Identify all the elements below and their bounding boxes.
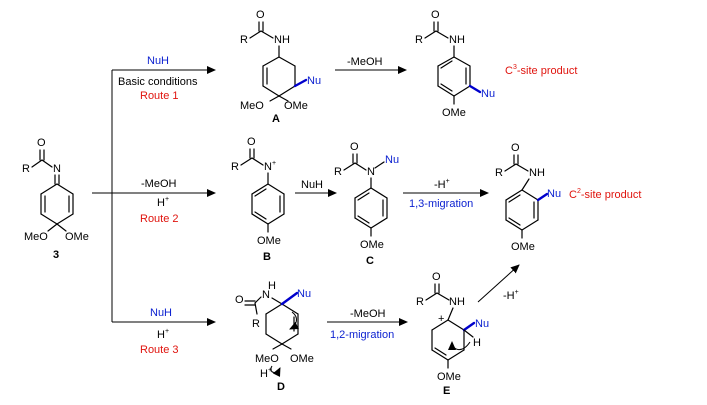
intermediate-e: O R NH + Nu H OMe E [416,271,489,397]
d-atom-h: H [268,280,276,292]
route2-step3a: -H+ [434,178,450,191]
b-ome: OMe [257,235,281,247]
compound-3: O R N MeO OMe 3 [22,137,89,261]
p2-atom-r: R [495,167,503,179]
compound-3-label: 3 [53,249,59,261]
e-atom-nh: NH [449,296,465,308]
a-ome: OMe [284,100,308,112]
a-atom-o: O [256,9,265,21]
c3-product: O R NH Nu OMe C3-site product [415,9,577,119]
meo-label: MeO [24,231,48,243]
d-atom-o: O [235,294,244,306]
p1-atom-nu: Nu [481,88,495,100]
c-atom-n: N [367,166,375,178]
intermediate-c-label: C [366,255,374,267]
a-meo: MeO [240,100,264,112]
route1-step2: -MeOH [347,56,383,68]
p1-atom-nh: NH [449,34,465,46]
b-atom-r: R [231,161,239,173]
branch-arrows [92,66,216,326]
c2-product: O R NH Nu OMe C2-site product [495,142,641,253]
route1-reagent: NuH [147,55,169,67]
route2-reagent1: -MeOH [141,178,177,190]
p1-atom-o: O [431,9,440,21]
a-atom-nu: Nu [307,75,321,87]
route1-condition: Basic conditions [118,76,198,88]
c-atom-o: O [350,141,359,153]
atom-r: R [22,163,30,175]
e-atom-o: O [432,271,441,283]
c3-product-label: C3-site product [505,64,577,77]
route1-name: Route 1 [140,90,179,102]
d-atom-r: R [252,318,260,330]
e-atom-h: H [473,337,481,349]
atom-o: O [37,137,46,149]
a-atom-r: R [240,34,248,46]
e-atom-r: R [416,296,424,308]
p1-ome: OMe [442,107,466,119]
c2-product-label: C2-site product [569,188,641,201]
route3-step2b: 1,2-migration [330,329,394,341]
e-ome: OMe [437,371,461,383]
p2-atom-o: O [511,142,520,154]
c-atom-r: R [334,166,342,178]
d-atom-n: N [262,289,270,301]
route3-step2a: -MeOH [350,308,386,320]
intermediate-d: O R N H Nu MeO OMe H+ D [235,280,314,393]
p2-atom-nu: Nu [547,188,561,200]
d-h-plus: H+ [260,367,272,380]
e-plus: + [438,313,444,325]
intermediate-b: O R N+ OMe B [231,136,285,263]
intermediate-e-label: E [443,385,450,397]
d-ome: OMe [290,353,314,365]
intermediate-b-label: B [263,251,271,263]
p1-atom-r: R [415,34,423,46]
intermediate-d-label: D [277,381,285,393]
route2-step3b: 1,3-migration [409,198,473,210]
c-atom-nu: Nu [385,154,399,166]
intermediate-a-label: A [272,113,280,125]
ome-label: OMe [65,231,89,243]
route2-name: Route 2 [140,213,179,225]
a-atom-nh: NH [274,34,290,46]
route2-step2: NuH [301,179,323,191]
route3-name: Route 3 [140,344,179,356]
p2-atom-nh: NH [529,167,545,179]
intermediate-a: O R NH Nu MeO OMe A [240,9,321,125]
d-atom-nu: Nu [297,288,311,300]
e-atom-nu: Nu [475,318,489,330]
b-atom-o: O [247,136,256,148]
c-ome: OMe [360,239,384,251]
d-meo: MeO [255,353,279,365]
atom-n: N [53,163,61,175]
b-atom-n: N+ [264,160,276,173]
route3-step3: -H+ [503,289,519,302]
route3-reagent2: H+ [157,328,169,341]
p2-ome: OMe [511,241,535,253]
route2-reagent2: H+ [157,196,169,209]
intermediate-c: O R N Nu OMe C [334,141,399,267]
route3-reagent1: NuH [150,307,172,319]
